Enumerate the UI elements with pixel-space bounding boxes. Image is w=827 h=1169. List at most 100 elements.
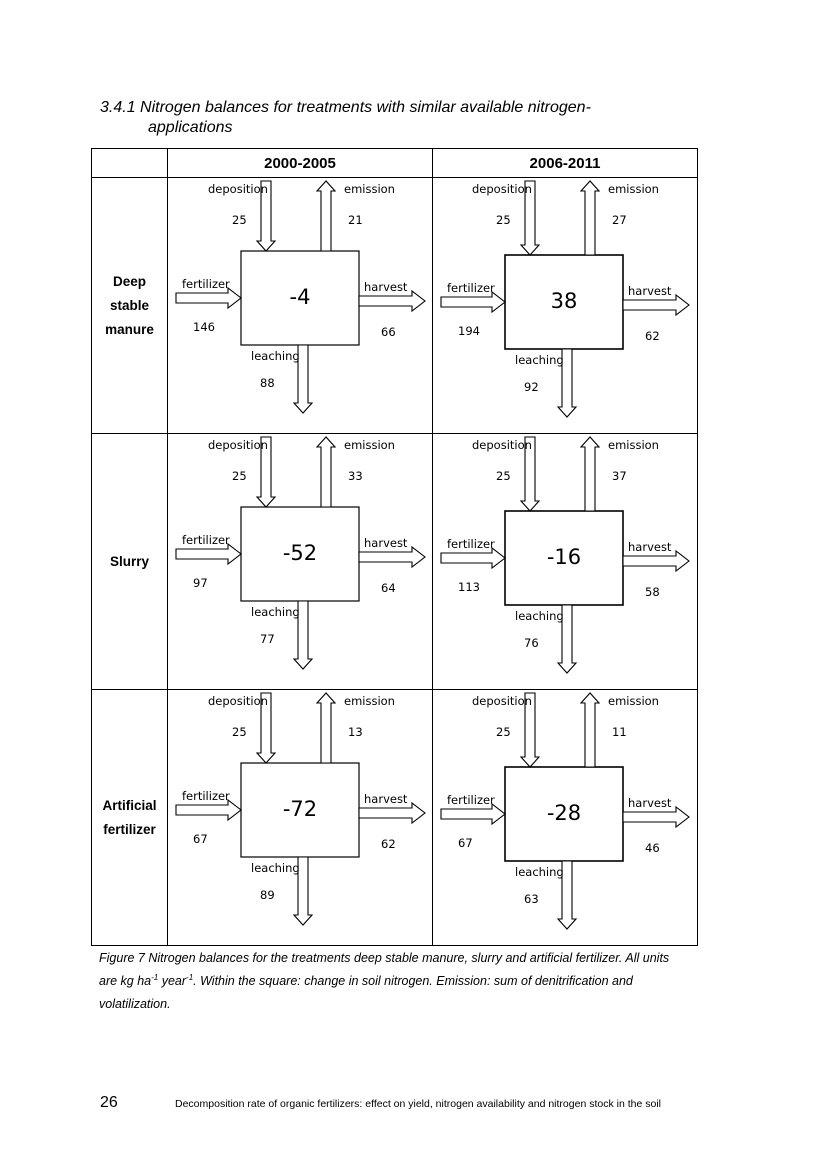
deposition-value: 25: [232, 725, 247, 739]
deposition-arrow: [519, 692, 541, 768]
figure-caption: Figure 7 Nitrogen balances for the treat…: [99, 947, 689, 1016]
treatment-label-line: stable: [109, 297, 150, 313]
harvest-value: 66: [381, 325, 396, 339]
emission-value: 37: [612, 469, 627, 483]
fertilizer-label: fertilizer: [182, 277, 230, 291]
harvest-label: harvest: [628, 284, 672, 298]
treatment-label-line: manure: [105, 321, 154, 337]
soil-nitrogen-box: [504, 766, 624, 862]
soil-nitrogen-box: [240, 250, 360, 346]
harvest-value: 62: [381, 837, 396, 851]
leaching-value: 63: [524, 892, 539, 906]
emission-value: 11: [612, 725, 627, 739]
emission-arrow: [315, 436, 337, 508]
soil-nitrogen-change-value: -28: [547, 801, 581, 825]
treatment-label-line: Artificial: [102, 797, 157, 813]
soil-nitrogen-change-value: -72: [283, 797, 317, 821]
leaching-value: 89: [260, 888, 275, 902]
deposition-label: deposition: [472, 438, 532, 452]
deposition-arrow: [255, 692, 277, 764]
fertilizer-label: fertilizer: [447, 281, 495, 295]
nitrogen-balance-table: 2000-2005 2006-2011 Deep stable manure depo…: [91, 148, 698, 946]
leaching-arrow: [556, 348, 578, 418]
leaching-value: 88: [260, 376, 275, 390]
leaching-arrow: [292, 344, 314, 414]
leaching-label: leaching: [251, 349, 300, 363]
emission-value: 27: [612, 213, 627, 227]
fertilizer-value: 194: [458, 324, 480, 338]
fertilizer-arrow: [440, 546, 506, 570]
section-heading: 3.4.1 Nitrogen balances for treatments w…: [100, 98, 660, 138]
caption-text-2: year: [158, 974, 187, 988]
deposition-value: 25: [232, 213, 247, 227]
harvest-arrow: [622, 293, 690, 317]
leaching-label: leaching: [515, 609, 564, 623]
fertilizer-label: fertilizer: [182, 533, 230, 547]
nitrogen-balance-diagram: deposition25emission37fertilizer113harve…: [440, 436, 690, 674]
treatment-label: Slurry: [91, 433, 168, 690]
harvest-arrow: [358, 545, 426, 569]
nitrogen-balance-diagram: deposition25emission27fertilizer194harve…: [440, 180, 690, 418]
deposition-value: 25: [496, 725, 511, 739]
leaching-value: 77: [260, 632, 275, 646]
emission-label: emission: [608, 694, 659, 708]
fertilizer-label: fertilizer: [447, 793, 495, 807]
fertilizer-arrow: [175, 542, 242, 566]
fertilizer-arrow: [440, 290, 506, 314]
soil-nitrogen-change-value: -16: [547, 545, 581, 569]
harvest-arrow: [622, 549, 690, 573]
soil-nitrogen-change-value: -52: [283, 541, 317, 565]
deposition-value: 25: [496, 213, 511, 227]
period-header-1: 2000-2005: [167, 148, 433, 178]
harvest-arrow: [358, 801, 426, 825]
caption-sup-2: -1: [186, 972, 194, 982]
nitrogen-balance-diagram: deposition25emission13fertilizer67harves…: [175, 692, 426, 926]
period-header-2: 2006-2011: [432, 148, 698, 178]
treatment-label-line: Slurry: [109, 553, 150, 569]
section-heading-line1: 3.4.1 Nitrogen balances for treatments w…: [100, 99, 591, 116]
harvest-label: harvest: [628, 540, 672, 554]
harvest-value: 62: [645, 329, 660, 343]
fertilizer-value: 67: [458, 836, 473, 850]
leaching-arrow: [556, 860, 578, 930]
treatment-label: Deep stable manure: [91, 177, 168, 434]
fertilizer-label: fertilizer: [447, 537, 495, 551]
nitrogen-balance-diagram: deposition25emission21fertilizer146harve…: [175, 180, 426, 414]
caption-text-3: . Within the square: change in soil nitr…: [99, 974, 633, 1011]
caption-text-1: Figure 7 Nitrogen balances for the treat…: [99, 951, 670, 988]
leaching-arrow: [292, 856, 314, 926]
soil-nitrogen-box: [240, 762, 360, 858]
leaching-value: 76: [524, 636, 539, 650]
emission-arrow: [315, 692, 337, 764]
fertilizer-arrow: [175, 286, 242, 310]
emission-arrow: [579, 180, 601, 256]
soil-nitrogen-change-value: -4: [290, 285, 311, 309]
soil-nitrogen-change-value: 38: [551, 289, 578, 313]
fertilizer-arrow: [440, 802, 506, 826]
leaching-label: leaching: [515, 865, 564, 879]
leaching-arrow: [556, 604, 578, 674]
nitrogen-balance-diagram: deposition25emission11fertilizer67harves…: [440, 692, 690, 930]
deposition-arrow: [255, 180, 277, 252]
deposition-label: deposition: [208, 438, 268, 452]
treatment-label-line: Deep: [112, 273, 146, 289]
deposition-label: deposition: [472, 694, 532, 708]
fertilizer-value: 113: [458, 580, 480, 594]
section-heading-line2: applications: [148, 119, 233, 136]
emission-label: emission: [608, 182, 659, 196]
deposition-label: deposition: [208, 694, 268, 708]
deposition-arrow: [255, 436, 277, 508]
harvest-value: 46: [645, 841, 660, 855]
emission-label: emission: [344, 694, 395, 708]
header-blank-cell: [91, 148, 168, 178]
harvest-value: 58: [645, 585, 660, 599]
harvest-label: harvest: [364, 792, 408, 806]
